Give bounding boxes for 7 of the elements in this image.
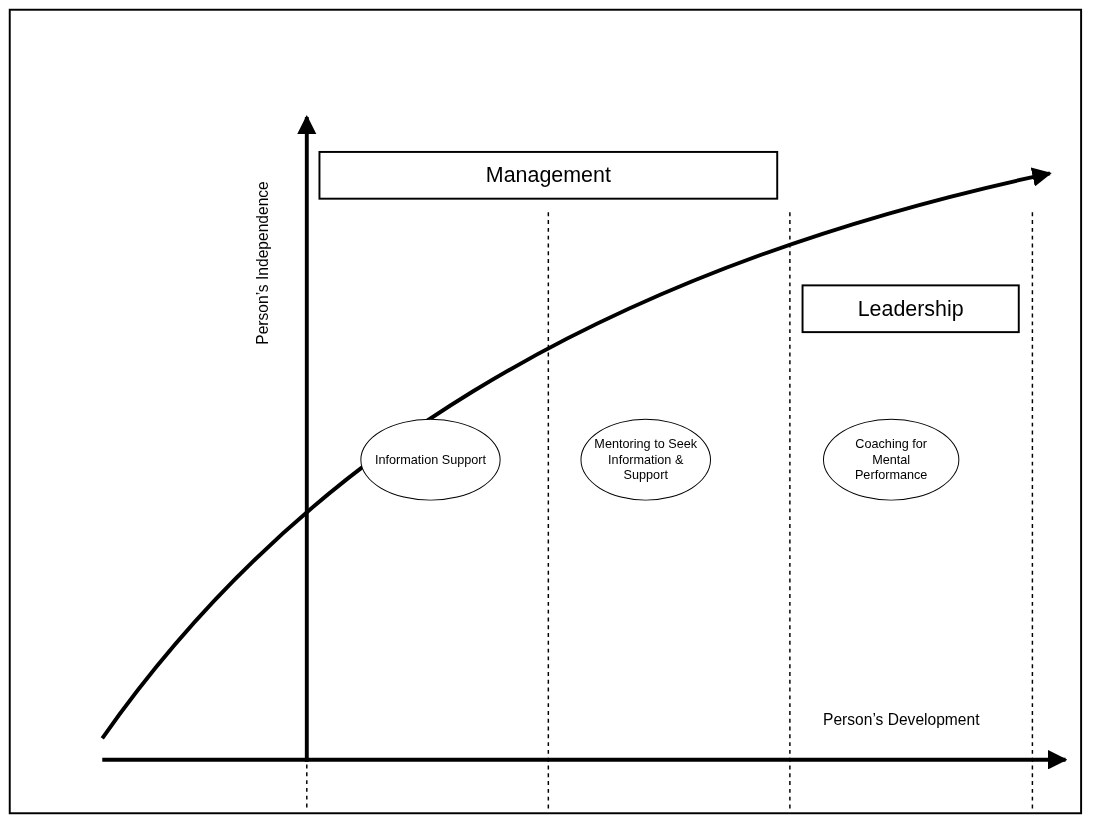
axis-label: Person’s Independence	[254, 181, 272, 345]
axis-label: Person’s Development	[823, 711, 980, 729]
heading-box: Management	[318, 150, 779, 200]
ellipse-node: Coaching for Mental Performance	[823, 418, 960, 501]
heading-box: Leadership	[801, 284, 1020, 334]
ellipse-node: Information Support	[360, 418, 501, 501]
ellipse-node: Mentoring to Seek Information & Support	[580, 418, 711, 501]
